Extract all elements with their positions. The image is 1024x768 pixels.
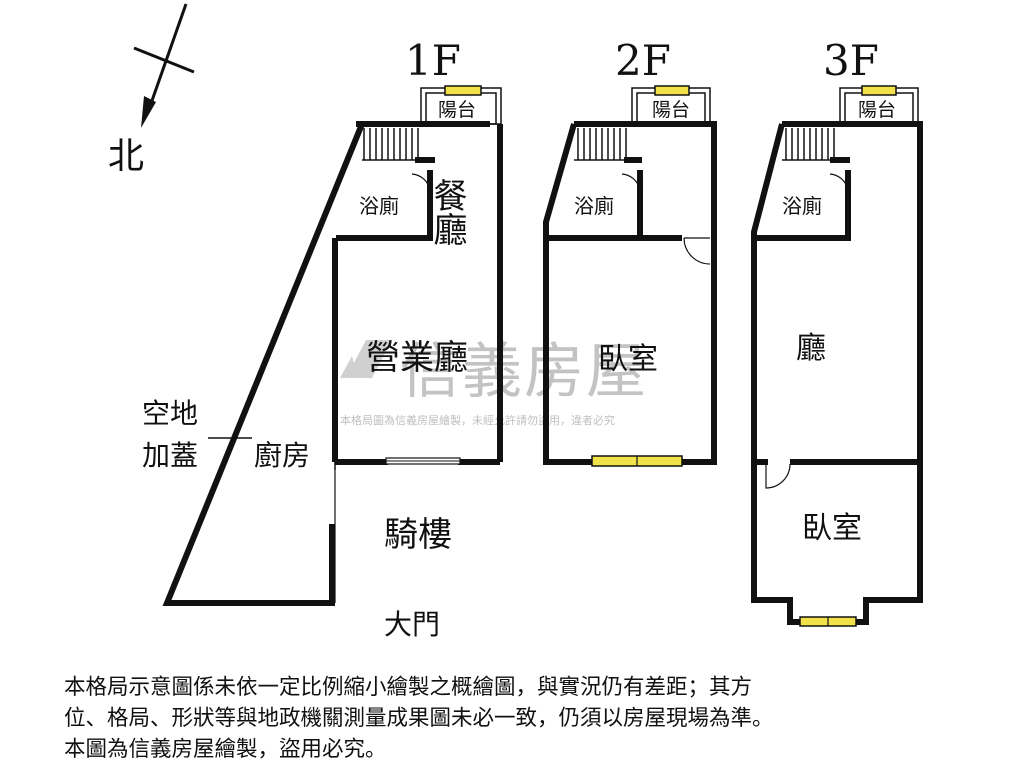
label-addition: 加蓋	[142, 439, 198, 472]
stairs-1f	[362, 128, 432, 161]
walls-3f	[751, 121, 923, 625]
room-label-bath-2f: 浴廁	[574, 194, 614, 218]
balcony-window-2f	[654, 85, 690, 96]
stairs-3f	[782, 128, 850, 161]
door-swing-2f-bedroom	[683, 237, 711, 265]
north-compass: 北	[108, 3, 195, 177]
room-label-hall-3f: 廳	[796, 331, 826, 366]
disclaimer-line-2: 位、格局、形狀等與地政機關測量成果圖未必一致，仍須以房屋現場為準。	[64, 706, 774, 731]
north-label: 北	[108, 136, 144, 177]
floor-1f: 1F 陽台	[142, 36, 503, 641]
watermark-brand: 信義房屋	[400, 337, 648, 407]
walls-2f	[543, 121, 717, 465]
disclaimer-line-3: 本圖為信義房屋繪製，盜用必究。	[64, 737, 387, 762]
room-label-kitchen: 廚房	[254, 439, 310, 472]
balcony-label-2f: 陽台	[652, 99, 690, 121]
watermark-notice: 本格局圖為信義房屋繪製，未經允許請勿盜用，違者必究	[340, 413, 615, 427]
door-swing-2f-bath	[621, 170, 641, 191]
room-label-bedroom-3f: 臥室	[802, 511, 862, 546]
balcony-label-1f: 陽台	[438, 99, 476, 121]
walls-1f	[162, 121, 503, 606]
room-label-bath-3f: 浴廁	[782, 194, 822, 218]
balcony-label-3f: 陽台	[858, 99, 896, 121]
disclaimer-line-1: 本格局示意圖係未依一定比例縮小繪製之概繪圖，與實況仍有差距；其方	[64, 675, 753, 700]
room-label-bath-1f: 浴廁	[359, 194, 399, 218]
balcony-window-3f	[861, 85, 897, 96]
north-arrow-icon	[141, 96, 156, 128]
door-swing-3f-bedroom	[765, 462, 791, 489]
watermark-logo	[340, 340, 392, 378]
floor-title-1f: 1F	[405, 36, 461, 85]
stairs-2f	[574, 128, 642, 161]
room-label-dining: 餐廳	[427, 178, 467, 246]
floor-2f: 2F 陽台 浴廁 臥室	[543, 36, 717, 467]
door-swing-3f-bath	[829, 170, 849, 191]
label-open-space: 空地	[142, 397, 198, 430]
room-label-bedroom-2f: 臥室	[598, 342, 658, 377]
disclaimer: 本格局示意圖係未依一定比例縮小繪製之概繪圖，與實況仍有差距；其方 位、格局、形狀…	[64, 672, 1014, 765]
room-label-arcade: 騎樓	[384, 515, 452, 555]
floor-title-3f: 3F	[823, 36, 879, 85]
door-swing-1f	[411, 170, 431, 191]
label-main-door: 大門	[384, 608, 440, 641]
room-label-shop: 營業廳	[366, 338, 468, 378]
balcony-window-1f	[444, 85, 482, 96]
floor-title-2f: 2F	[615, 36, 671, 85]
floor-3f: 3F 陽台 浴廁 廳 臥室	[751, 36, 923, 627]
